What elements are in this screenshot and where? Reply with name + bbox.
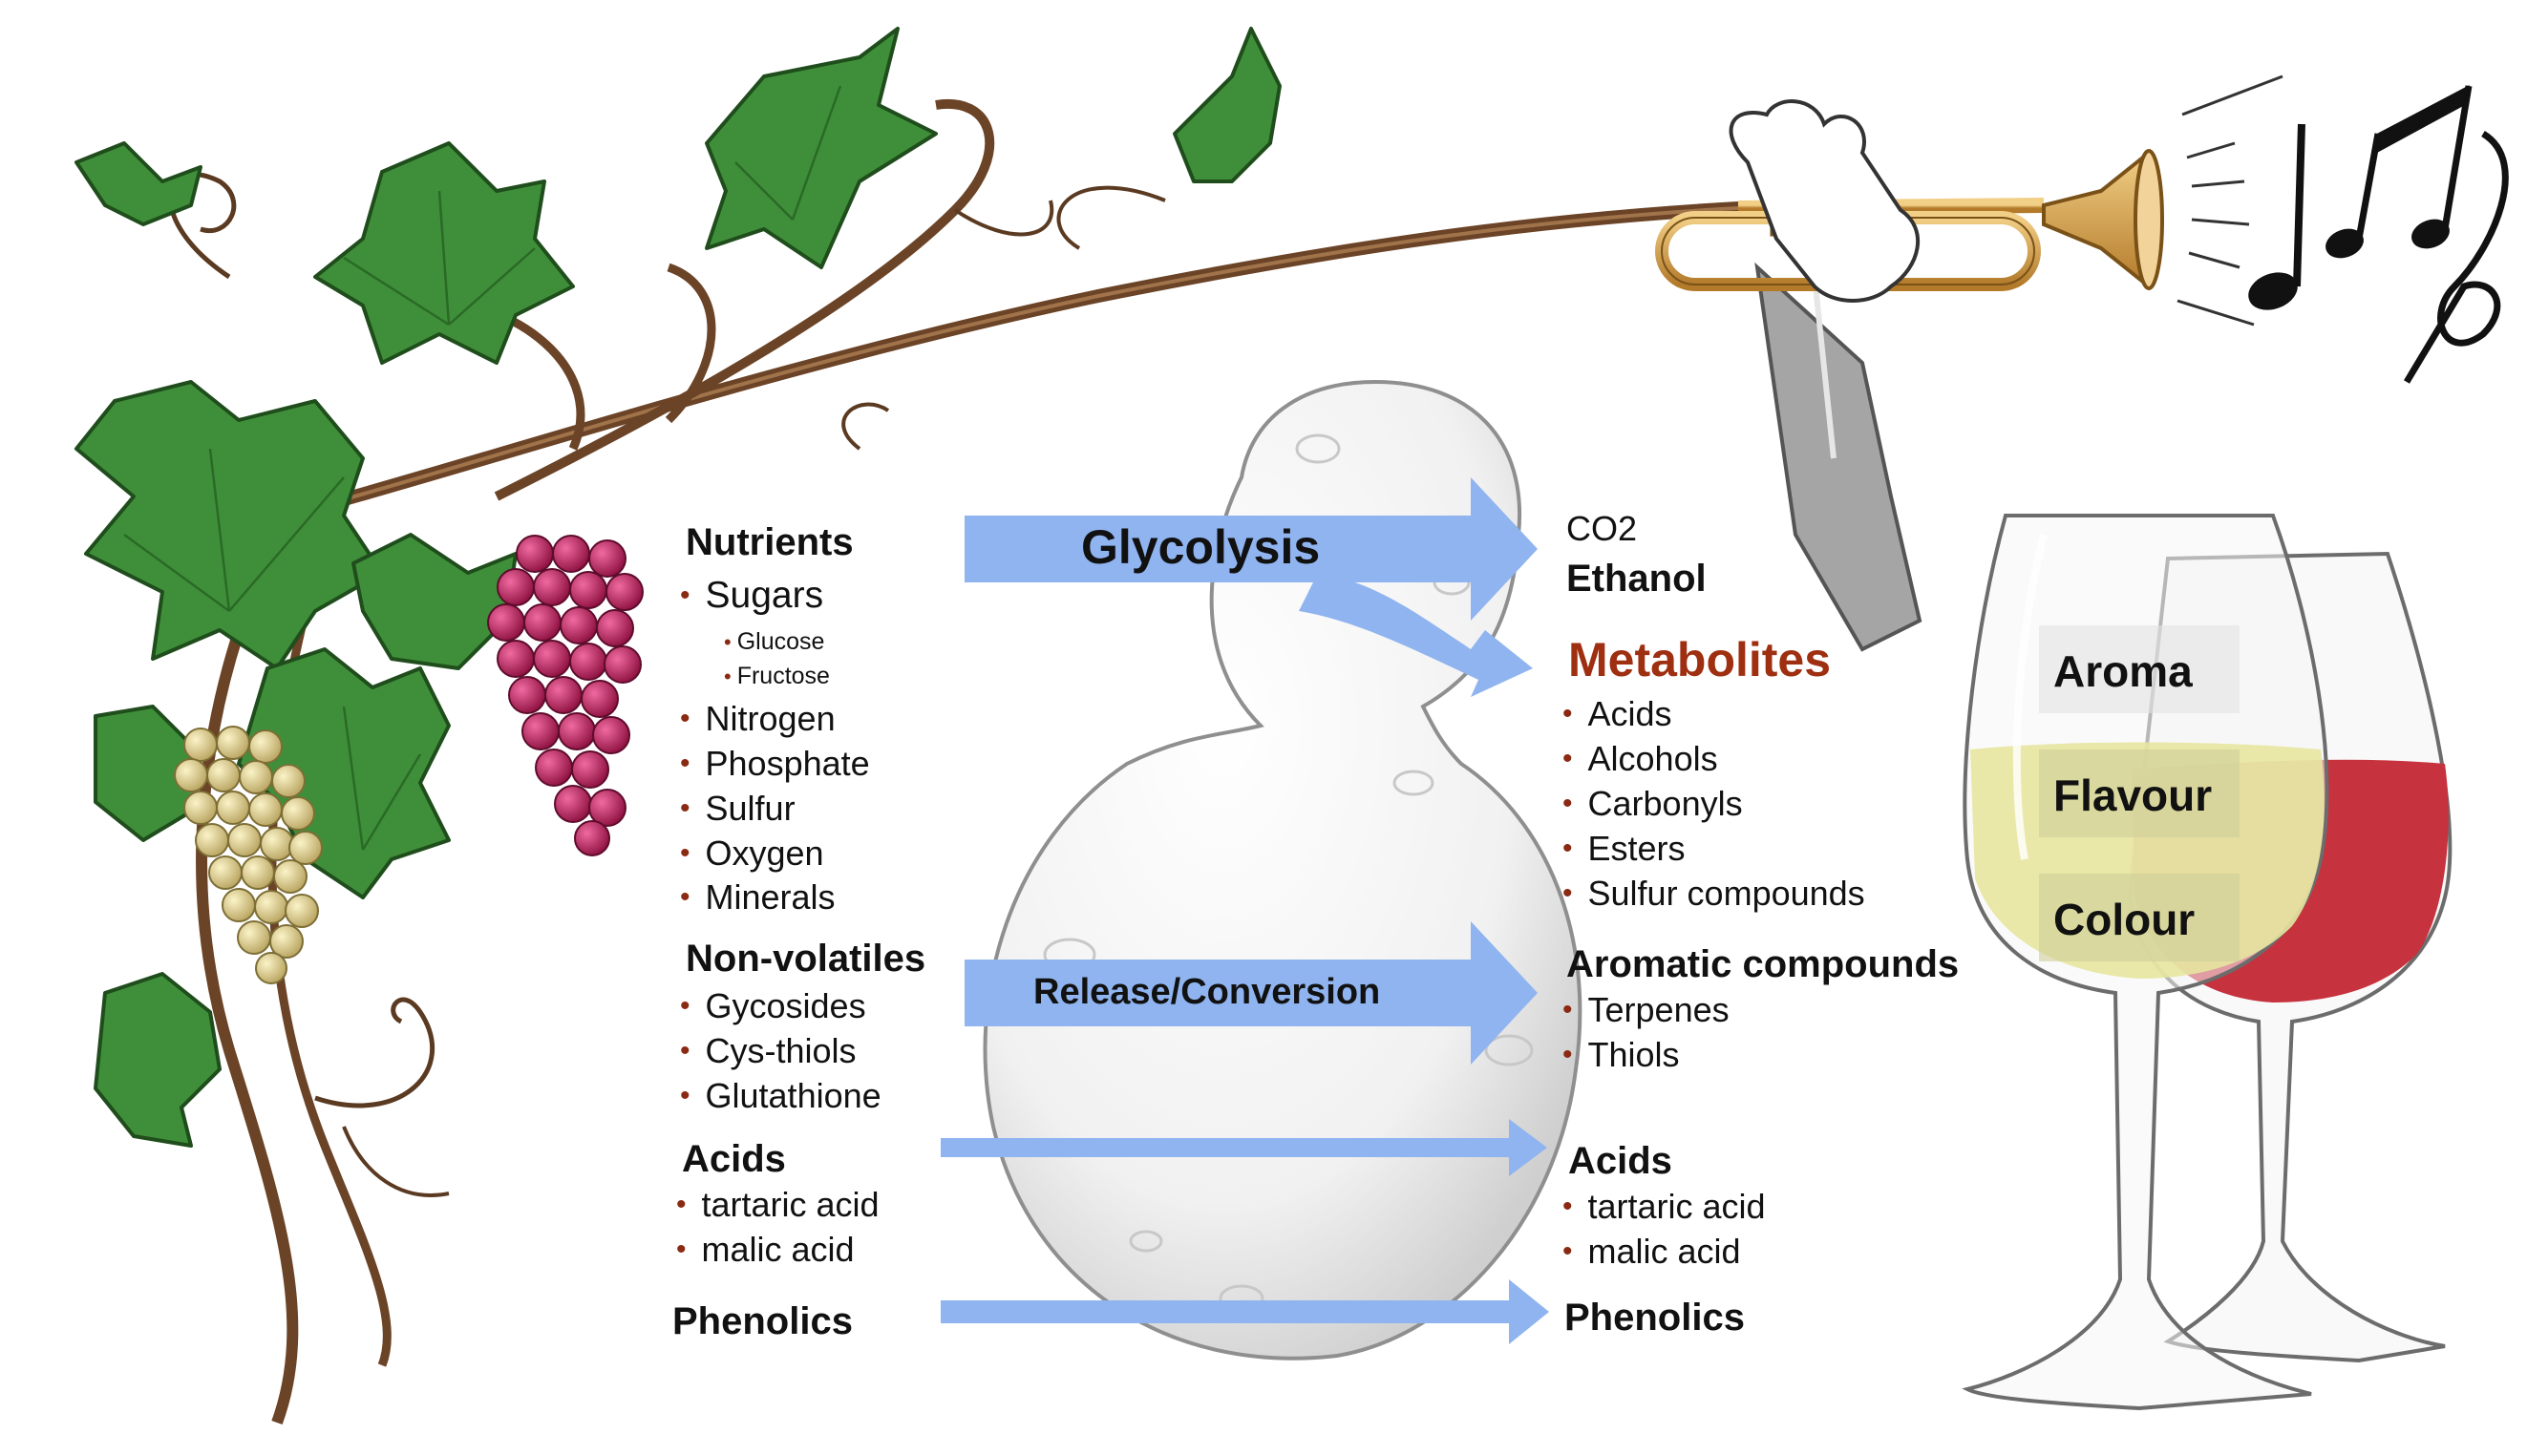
ethanol-label: Ethanol	[1566, 558, 1707, 600]
release-arrow	[965, 921, 1538, 1065]
fructose-item: Fructose	[724, 665, 830, 688]
glycolysis-arrow	[965, 477, 1538, 621]
phosphate-item: Phosphate	[680, 747, 870, 781]
minerals-item: Minerals	[680, 880, 836, 915]
red-grape-cluster-icon	[487, 535, 644, 856]
terpenes-item: Terpenes	[1562, 993, 1730, 1027]
nitrogen-item: Nitrogen	[680, 702, 836, 736]
acids-arrow	[941, 1119, 1547, 1176]
trumpet-icon	[1655, 74, 2283, 652]
input-phenolics-heading: Phenolics	[672, 1300, 853, 1342]
metabolite-alcohols-item: Alcohols	[1562, 742, 1718, 776]
phenolics-arrow	[941, 1279, 1549, 1344]
output-acids-heading: Acids	[1568, 1140, 1672, 1182]
metabolites-branch-arrow	[1299, 573, 1533, 697]
non-volatiles-heading: Non-volatiles	[686, 938, 926, 980]
metabolite-acids-item: Acids	[1562, 697, 1672, 731]
thiols-item: Thiols	[1562, 1038, 1680, 1072]
sugars-item: Sugars	[680, 577, 824, 614]
co2-label: CO2	[1566, 509, 1638, 548]
music-notes-icon	[2248, 85, 2509, 384]
sulfur-item: Sulfur	[680, 791, 796, 826]
glycosides-item: Gycosides	[680, 989, 866, 1023]
aromatic-compounds-heading: Aromatic compounds	[1566, 943, 1960, 985]
input-tartaric-acid-item: tartaric acid	[676, 1188, 880, 1222]
glucose-item: Glucose	[724, 630, 825, 654]
aroma-label: Aroma	[2053, 646, 2193, 696]
release-conversion-label: Release/Conversion	[1033, 972, 1381, 1012]
input-acids-heading: Acids	[682, 1138, 786, 1180]
output-phenolics-heading: Phenolics	[1564, 1297, 1745, 1339]
oxygen-item: Oxygen	[680, 836, 824, 871]
output-tartaric-acid-item: tartaric acid	[1562, 1190, 1766, 1224]
cys-thiols-item: Cys-thiols	[680, 1034, 857, 1068]
output-malic-acid-item: malic acid	[1562, 1234, 1741, 1269]
metabolite-sulfur-compounds-item: Sulfur compounds	[1562, 876, 1865, 911]
flavour-label: Flavour	[2053, 770, 2213, 820]
metabolite-carbonyls-item: Carbonyls	[1562, 787, 1743, 821]
white-grape-cluster-icon	[174, 726, 323, 984]
nutrients-heading: Nutrients	[686, 521, 854, 563]
glycolysis-label: Glycolysis	[1081, 520, 1321, 574]
glutathione-item: Glutathione	[680, 1079, 881, 1113]
input-malic-acid-item: malic acid	[676, 1233, 855, 1267]
colour-label: Colour	[2053, 895, 2196, 944]
grapevine-icon	[74, 27, 1745, 1425]
process-arrows	[941, 477, 1549, 1344]
metabolites-heading: Metabolites	[1568, 633, 1832, 686]
wine-glass-icon	[1962, 514, 2453, 1411]
metabolite-esters-item: Esters	[1562, 832, 1686, 866]
